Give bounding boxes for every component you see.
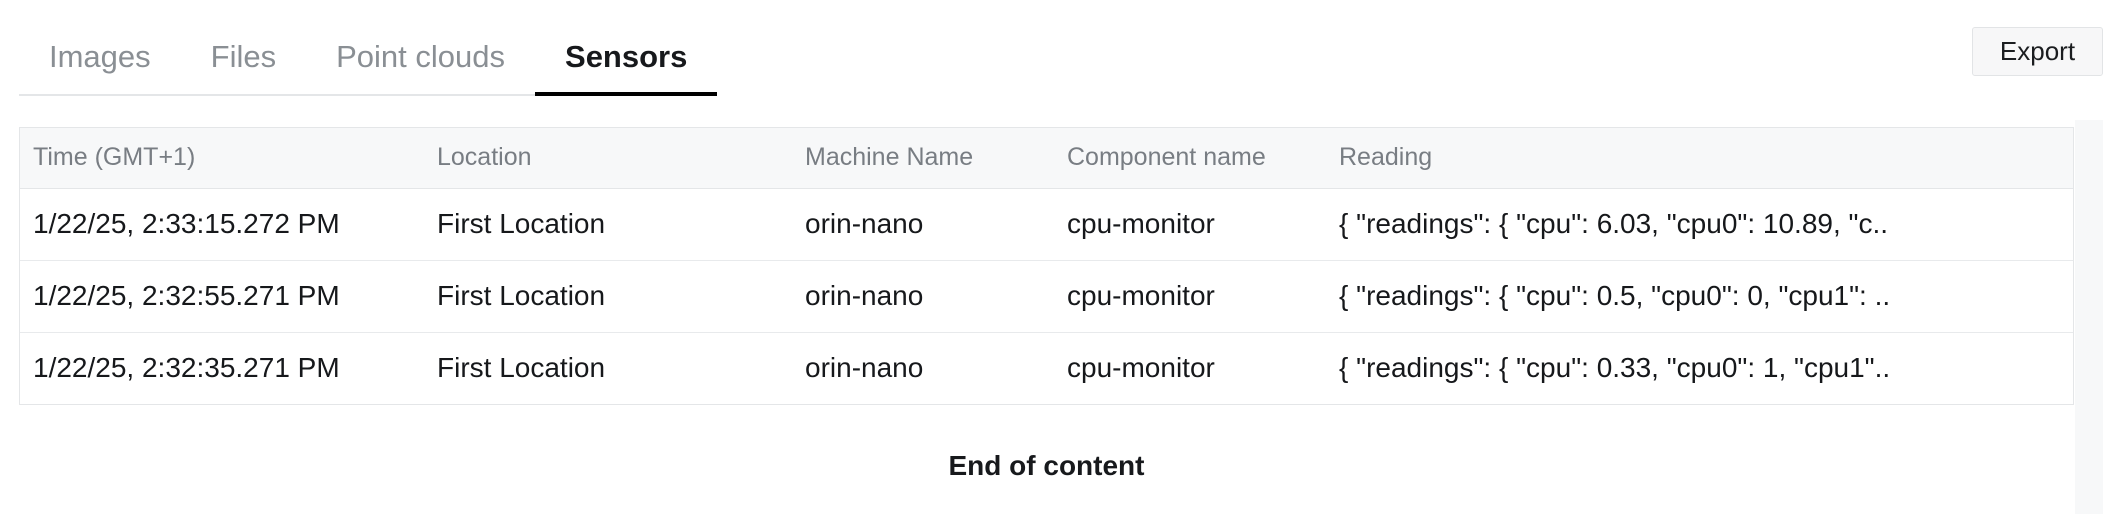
column-header-location[interactable]: Location (437, 128, 805, 189)
export-button[interactable]: Export (1972, 27, 2103, 76)
table-row[interactable]: 1/22/25, 2:32:35.271 PM First Location o… (20, 333, 2073, 405)
tab-images[interactable]: Images (19, 41, 181, 94)
cell-reading: { "readings": { "cpu": 0.33, "cpu0": 1, … (1339, 333, 2073, 405)
cell-location: First Location (437, 352, 606, 383)
table-header: Time (GMT+1) Location Machine Name Compo… (20, 128, 2073, 189)
column-header-reading[interactable]: Reading (1339, 128, 2073, 189)
reading-value: { "readings": { "cpu": 6.03, "cpu0": 10.… (1339, 208, 1889, 239)
cell-component-name: cpu-monitor (1067, 352, 1215, 383)
cell-reading: { "readings": { "cpu": 6.03, "cpu0": 10.… (1339, 188, 2073, 261)
cell-machine-name: orin-nano (805, 260, 1067, 333)
table-row[interactable]: 1/22/25, 2:32:55.271 PM First Location o… (20, 260, 2073, 333)
cell-component-name: cpu-monitor (1067, 188, 1339, 261)
cell-time: 1/22/25, 2:32:55.271 PM (20, 260, 437, 333)
sensors-table-container: Time (GMT+1) Location Machine Name Compo… (19, 127, 2074, 405)
reading-value: { "readings": { "cpu": 0.33, "cpu0": 1, … (1339, 352, 1891, 383)
cell-time: 1/22/25, 2:33:15.272 PM (20, 188, 437, 261)
column-header-machine-name[interactable]: Machine Name (805, 128, 1067, 189)
table-row[interactable]: 1/22/25, 2:33:15.272 PM First Location o… (20, 188, 2073, 261)
tab-point-clouds[interactable]: Point clouds (306, 41, 535, 94)
cell-machine-name: orin-nano (805, 188, 1067, 261)
column-header-time[interactable]: Time (GMT+1) (20, 128, 437, 189)
cell-location: First Location (437, 188, 805, 261)
cell-reading: { "readings": { "cpu": 0.5, "cpu0": 0, "… (1339, 260, 2073, 333)
sensors-table: Time (GMT+1) Location Machine Name Compo… (20, 128, 2073, 404)
vertical-scrollbar[interactable] (2075, 120, 2103, 514)
cell-component-name: cpu-monitor (1067, 260, 1339, 333)
tab-files[interactable]: Files (181, 41, 306, 94)
end-of-content-label: End of content (948, 450, 1145, 481)
tab-sensors[interactable]: Sensors (535, 41, 718, 96)
tab-bar: Images Files Point clouds Sensors (19, 0, 2073, 96)
column-header-component-name[interactable]: Component name (1067, 128, 1339, 189)
cell-location: First Location (437, 260, 805, 333)
tab-list: Images Files Point clouds Sensors (19, 0, 718, 96)
reading-value: { "readings": { "cpu": 0.5, "cpu0": 0, "… (1339, 280, 1891, 311)
table-body: 1/22/25, 2:33:15.272 PM First Location o… (20, 188, 2073, 405)
cell-machine-name: orin-nano (805, 352, 924, 383)
cell-time: 1/22/25, 2:32:35.271 PM (33, 352, 340, 383)
table-header-row: Time (GMT+1) Location Machine Name Compo… (20, 128, 2073, 189)
